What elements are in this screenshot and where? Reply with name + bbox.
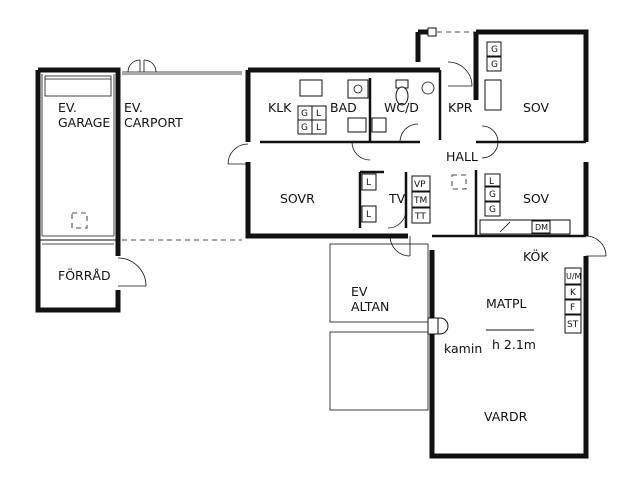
room-labels: EV. GARAGE EV. CARPORT FÖRRÅD KLK BAD WC… (58, 100, 550, 424)
fixture-g-sov1: G (491, 45, 498, 55)
fixture-l1: L (316, 109, 321, 119)
fixtures: G L G L G G L L VP TM TT (297, 41, 582, 335)
label-sov-mid: SOV (523, 191, 550, 206)
fixture-vp: VP (414, 180, 426, 190)
fixture-l-tv2: L (366, 210, 371, 220)
label-height: h 2.1m (492, 337, 536, 352)
fixture-l2: L (316, 123, 321, 133)
ev-altan-decks (329, 243, 429, 411)
fixture-l-tv: L (366, 178, 371, 188)
label-ev-garage-1: EV. (58, 100, 77, 115)
fixture-st: ST (567, 320, 579, 330)
label-ev-garage-2: GARAGE (58, 115, 110, 130)
doors (227, 27, 607, 257)
fixture-um: U/M (566, 272, 582, 281)
fixture-g-sov4: G (489, 205, 496, 215)
label-sovr: SOVR (280, 191, 315, 206)
label-forrad: FÖRRÅD (58, 267, 111, 283)
garage-block (35, 59, 242, 313)
label-tv: TV (388, 191, 406, 206)
fixture-dm: DM (535, 223, 548, 232)
label-ev-altan-2: ALTAN (351, 299, 389, 314)
label-bad: BAD (330, 100, 357, 115)
label-vardr: VARDR (484, 409, 528, 424)
label-kpr: KPR (448, 100, 473, 115)
label-ev-carport-1: EV. (124, 100, 143, 115)
fixture-g-sov2: G (491, 60, 498, 70)
house-walls (245, 29, 589, 459)
fixture-tt: TT (414, 212, 426, 222)
label-klk: KLK (268, 100, 292, 115)
label-ev-carport-2: CARPORT (124, 115, 183, 130)
fixture-k1: K (570, 288, 577, 298)
fixture-f1: F (570, 303, 575, 313)
fixture-g2: G (301, 123, 308, 133)
fixture-tm: TM (413, 196, 427, 206)
label-sov-top: SOV (523, 100, 550, 115)
label-matpl: MATPL (486, 296, 527, 311)
label-hall: HALL (446, 149, 478, 164)
label-kamin: kamin (444, 341, 482, 356)
label-ev-altan-1: EV (351, 284, 368, 299)
fixture-g1: G (301, 109, 308, 119)
fixture-l-sov: L (489, 177, 494, 187)
fixture-g-sov3: G (489, 190, 496, 200)
label-kok: KÖK (523, 248, 549, 264)
label-wcd: WC/D (384, 100, 419, 115)
